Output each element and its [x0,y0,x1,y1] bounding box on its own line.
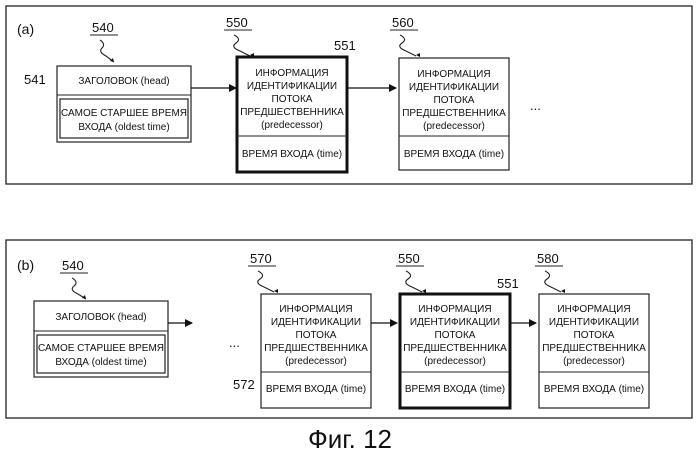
panel-b-node2-ref-leader-tip [422,289,426,293]
panel-b: (b) 540 ЗАГОЛОВОК (head) САМОЕ СТАРШЕЕ В… [6,240,692,418]
panel-b-node2-info-1: ИНФОРМАЦИЯ [418,304,491,315]
panel-a-node2-info-5: (predecessor) [423,121,485,132]
panel-b-head-ref-leader [72,278,86,299]
panel-b-node1-ref-leader-tip [274,289,278,293]
panel-a-node1-info-3: ПОТОКА [272,94,313,105]
panel-b-node2-ref-leader [406,271,422,292]
panel-b-node2-ref: 550 [398,251,420,266]
panel-a-node2-time: ВРЕМЯ ВХОДА (time) [404,149,504,160]
panel-a-node1-info-4: ПРЕДШЕСТВЕННИКА [240,107,344,118]
panel-a-node1-side-ref: 551 [334,38,356,53]
panel-a-node2-ref-leader-tip [416,53,420,57]
panel-b-ellipsis: ... [229,335,240,350]
panel-b-node1-info-5: (predecessor) [285,356,347,367]
panel-a-head-label: ЗАГОЛОВОК (head) [78,76,169,87]
panel-b-node2-info-2: ИДЕНТИФИКАЦИИ [410,317,500,328]
panel-b-node1-ref-leader [258,271,274,292]
panel-b-node3-info-2: ИДЕНТИФИКАЦИИ [549,317,639,328]
panel-b-node1-info-2: ИДЕНТИФИКАЦИИ [271,317,361,328]
panel-a: (a) 540 541 ЗАГОЛОВОК (head) САМОЕ СТАРШ… [6,6,692,184]
panel-a-ellipsis: ... [530,98,541,113]
panel-a-node-560: 560 ИНФОРМАЦИЯ ИДЕНТИФИКАЦИИ ПОТОКА ПРЕД… [390,15,509,170]
panel-b-node2-info-3: ПОТОКА [435,330,476,341]
panel-a-head-ref-leader [100,40,114,62]
panel-b-node2-info-5: (predecessor) [424,356,486,367]
panel-b-node3-ref-leader-tip [561,289,565,293]
panel-b-head-label: ЗАГОЛОВОК (head) [55,312,146,323]
panel-b-node-570: 570 572 ИНФОРМАЦИЯ ИДЕНТИФИКАЦИИ ПОТОКА … [233,251,371,408]
panel-a-node2-info-2: ИДЕНТИФИКАЦИИ [409,82,499,93]
panel-b-label: (b) [17,257,34,273]
panel-b-node3-ref-leader [545,271,561,292]
panel-a-node2-ref-leader [400,35,416,56]
panel-a-node2-info-3: ПОТОКА [434,95,475,106]
panel-b-head-block: 540 ЗАГОЛОВОК (head) САМОЕ СТАРШЕЕ ВРЕМЯ… [34,258,168,377]
panel-b-node3-time: ВРЕМЯ ВХОДА (time) [544,384,644,395]
panel-b-node3-info-1: ИНФОРМАЦИЯ [557,304,630,315]
panel-b-node1-info-1: ИНФОРМАЦИЯ [279,304,352,315]
figure-caption: Фиг. 12 [308,424,392,454]
panel-a-head-side-ref: 541 [24,72,46,87]
panel-a-oldest-line1: САМОЕ СТАРШЕЕ ВРЕМЯ [61,108,187,119]
panel-b-node1-info-4: ПРЕДШЕСТВЕННИКА [264,343,368,354]
panel-a-label: (a) [17,21,34,37]
panel-b-node2-info-4: ПРЕДШЕСТВЕННИКА [403,343,507,354]
panel-a-node-550: 550 551 ИНФОРМАЦИЯ ИДЕНТИФИКАЦИИ ПОТОКА … [224,15,356,172]
panel-b-head-ref: 540 [62,258,84,273]
panel-a-node2-info-4: ПРЕДШЕСТВЕННИКА [402,108,506,119]
panel-b-node2-time: ВРЕМЯ ВХОДА (time) [405,384,505,395]
panel-b-node1-ref: 570 [250,251,272,266]
panel-b-node3-info-3: ПОТОКА [574,330,615,341]
panel-a-node2-ref: 560 [392,15,414,30]
panel-a-node1-info-2: ИДЕНТИФИКАЦИИ [247,81,337,92]
panel-b-node-550: 550 551 ИНФОРМАЦИЯ ИДЕНТИФИКАЦИИ ПОТОКА … [396,251,519,408]
panel-b-node1-time: ВРЕМЯ ВХОДА (time) [266,384,366,395]
panel-b-node1-side-ref: 572 [233,377,255,392]
panel-a-node1-ref: 550 [226,15,248,30]
panel-b-oldest-line2: ВХОДА (oldest time) [55,357,146,368]
panel-a-node2-info-1: ИНФОРМАЦИЯ [417,69,490,80]
panel-b-node3-ref: 580 [537,251,559,266]
panel-a-head-ref: 540 [92,20,114,35]
panel-a-head-block: 540 541 ЗАГОЛОВОК (head) САМОЕ СТАРШЕЕ В… [24,20,191,142]
panel-b-node1-info-3: ПОТОКА [296,330,337,341]
panel-b-node-580: 580 ИНФОРМАЦИЯ ИДЕНТИФИКАЦИИ ПОТОКА ПРЕД… [535,251,649,408]
panel-a-node1-info-1: ИНФОРМАЦИЯ [255,68,328,79]
panel-b-node2-side-ref: 551 [497,276,519,291]
panel-b-oldest-line1: САМОЕ СТАРШЕЕ ВРЕМЯ [38,343,164,354]
panel-a-node1-ref-leader [234,35,250,56]
panel-a-node1-time: ВРЕМЯ ВХОДА (time) [242,149,342,160]
panel-b-node3-info-4: ПРЕДШЕСТВЕННИКА [542,343,646,354]
panel-b-node3-info-5: (predecessor) [563,356,625,367]
panel-a-oldest-line2: ВХОДА (oldest time) [78,122,169,133]
panel-a-node1-info-5: (predecessor) [261,120,323,131]
